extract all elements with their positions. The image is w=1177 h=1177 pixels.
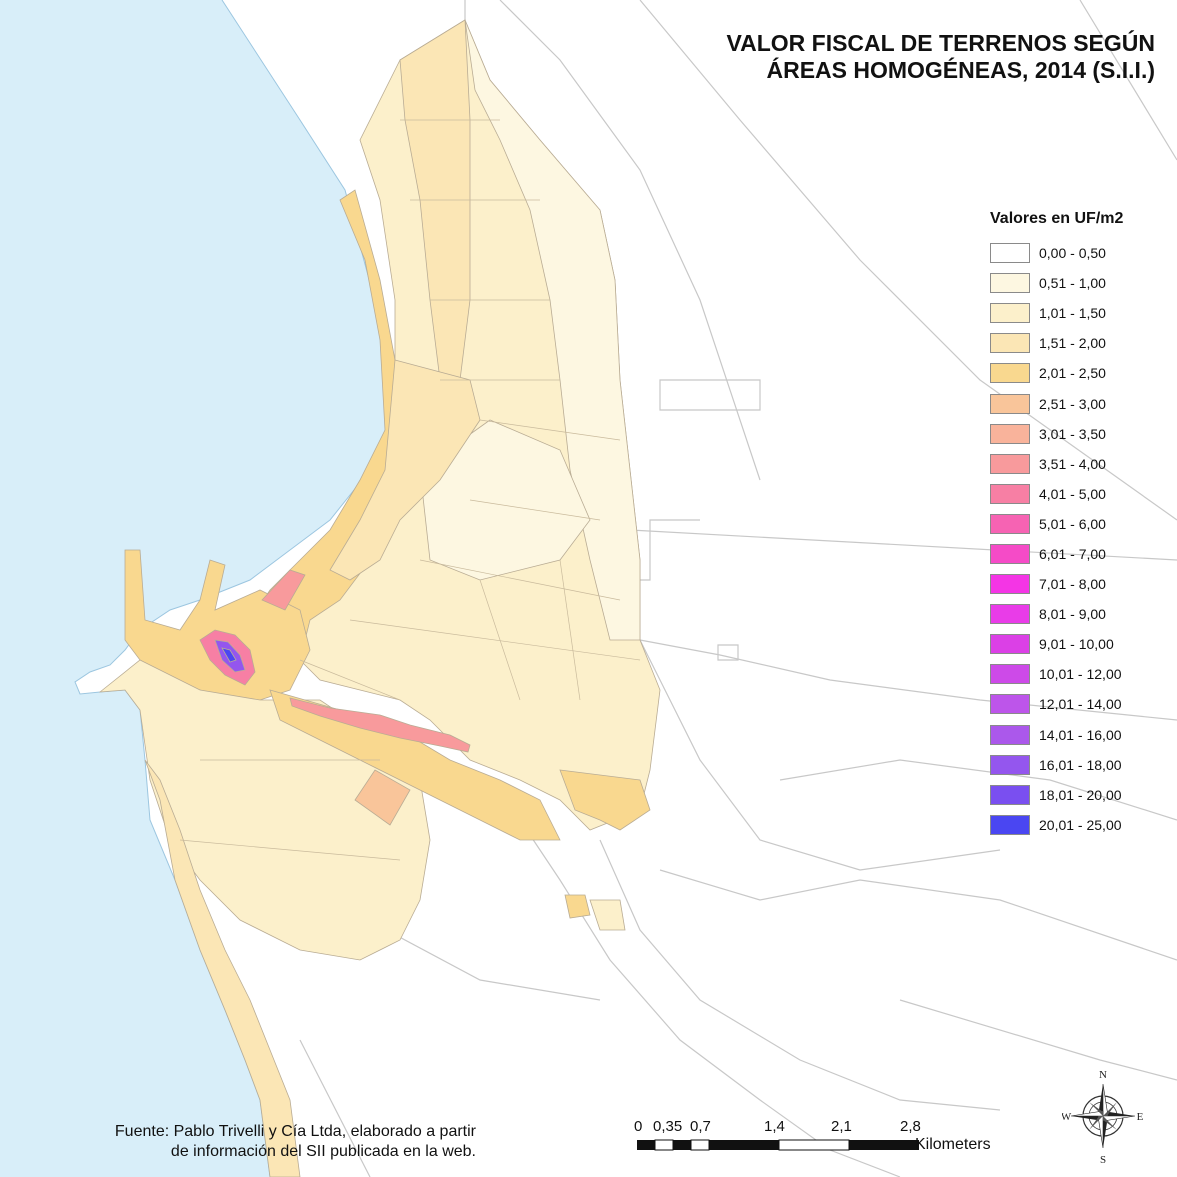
compass-e: E <box>1137 1111 1144 1123</box>
legend-label: 8,01 - 9,00 <box>1039 606 1106 623</box>
scale-tick-0: 0 <box>634 1118 643 1135</box>
legend-swatch <box>990 694 1030 715</box>
legend-item: 12,01 - 14,00 <box>990 689 1165 719</box>
zone-orange-block <box>354 769 411 826</box>
compass-icon: N S E W <box>1061 1069 1144 1166</box>
legend-item: 9,01 - 10,00 <box>990 629 1165 659</box>
legend-swatch <box>990 273 1030 294</box>
legend-label: 3,51 - 4,00 <box>1039 455 1106 472</box>
zone-east-strip <box>464 19 641 641</box>
legend-item: 14,01 - 16,00 <box>990 720 1165 750</box>
legend-item: 8,01 - 9,00 <box>990 599 1165 629</box>
legend-swatch <box>990 303 1030 324</box>
legend-swatch <box>990 724 1030 745</box>
legend-swatch <box>990 243 1030 264</box>
legend-label: 9,01 - 10,00 <box>1039 636 1114 653</box>
map-title: VALOR FISCAL DE TERRENOS SEGÚN ÁREAS HOM… <box>726 30 1155 84</box>
legend-label: 18,01 - 20,00 <box>1039 786 1122 803</box>
zone-pink-north <box>261 569 306 611</box>
sea-area <box>0 0 390 1177</box>
legend-label: 16,01 - 18,00 <box>1039 756 1122 773</box>
zone-small-south <box>564 894 591 919</box>
scale-tick-28: 2,8 <box>900 1118 921 1135</box>
zone-mid-corridor <box>329 359 481 581</box>
legend-label: 1,51 - 2,00 <box>1039 335 1106 352</box>
fiscal-zones <box>98 19 661 1177</box>
legend-label: 0,51 - 1,00 <box>1039 275 1106 292</box>
legend-item: 1,01 - 1,50 <box>990 298 1165 328</box>
legend-swatch <box>990 574 1030 595</box>
legend-item: 18,01 - 20,00 <box>990 780 1165 810</box>
legend-label: 10,01 - 12,00 <box>1039 666 1122 683</box>
legend-swatch <box>990 513 1030 534</box>
legend: Valores en UF/m2 0,00 - 0,50 0,51 - 1,00 1… <box>990 210 1165 840</box>
scale-bar-graphic <box>637 1139 919 1151</box>
map-title-line2: ÁREAS HOMOGÉNEAS, 2014 (S.I.I.) <box>766 57 1155 83</box>
legend-label: 0,00 - 0,50 <box>1039 245 1106 262</box>
legend-item: 5,01 - 6,00 <box>990 509 1165 539</box>
legend-swatch <box>990 604 1030 625</box>
legend-label: 14,01 - 16,00 <box>1039 726 1122 743</box>
scale-tick-07: 0,7 <box>690 1118 711 1135</box>
compass-s: S <box>1100 1154 1106 1164</box>
legend-rows: 0,00 - 0,50 0,51 - 1,00 1,01 - 1,50 1,51 - … <box>990 238 1165 840</box>
scale-units: Kilometers <box>915 1136 991 1153</box>
scale-tick-035: 0,35 <box>653 1118 683 1135</box>
legend-label: 5,01 - 6,00 <box>1039 515 1106 532</box>
zone-small-south-2 <box>589 899 626 931</box>
legend-swatch <box>990 814 1030 835</box>
zone-lines <box>179 119 641 861</box>
legend-item: 20,01 - 25,00 <box>990 810 1165 840</box>
legend-item: 6,01 - 7,00 <box>990 539 1165 569</box>
legend-item: 2,51 - 3,00 <box>990 388 1165 418</box>
zone-southeast <box>559 769 651 831</box>
scale-bar: 0 0,35 0,7 1,4 2,1 2,8 Kilometers <box>634 1118 1024 1162</box>
legend-label: 4,01 - 5,00 <box>1039 485 1106 502</box>
legend-item: 0,51 - 1,00 <box>990 268 1165 298</box>
legend-item: 3,01 - 3,50 <box>990 419 1165 449</box>
legend-label: 2,51 - 3,00 <box>1039 395 1106 412</box>
legend-swatch <box>990 453 1030 474</box>
legend-swatch <box>990 483 1030 504</box>
source-note: Fuente: Pablo Trivelli y Cía Ltda, elabo… <box>32 1122 476 1162</box>
legend-item: 0,00 - 0,50 <box>990 238 1165 268</box>
legend-swatch <box>990 423 1030 444</box>
legend-swatch <box>990 664 1030 685</box>
legend-label: 7,01 - 8,00 <box>1039 576 1106 593</box>
legend-title: Valores en UF/m2 <box>990 210 1124 227</box>
legend-swatch <box>990 363 1030 384</box>
compass-rose: N S E W <box>1061 1068 1144 1166</box>
source-line2: de información del SII publicada en la w… <box>170 1143 476 1160</box>
legend-swatch <box>990 754 1030 775</box>
scale-tick-21: 2,1 <box>831 1118 852 1135</box>
compass-n: N <box>1099 1069 1107 1081</box>
legend-swatch <box>990 784 1030 805</box>
legend-swatch <box>990 333 1030 354</box>
legend-label: 12,01 - 14,00 <box>1039 696 1122 713</box>
legend-item: 3,51 - 4,00 <box>990 449 1165 479</box>
legend-item: 7,01 - 8,00 <box>990 569 1165 599</box>
legend-swatch <box>990 393 1030 414</box>
legend-label: 1,01 - 1,50 <box>1039 305 1106 322</box>
legend-swatch <box>990 543 1030 564</box>
legend-item: 1,51 - 2,00 <box>990 328 1165 358</box>
zone-coast-south <box>144 759 301 1177</box>
legend-item: 2,01 - 2,50 <box>990 358 1165 388</box>
legend-item: 10,01 - 12,00 <box>990 659 1165 689</box>
source-line1: Fuente: Pablo Trivelli y Cía Ltda, elabo… <box>114 1123 476 1140</box>
legend-swatch <box>990 634 1030 655</box>
legend-item: 4,01 - 5,00 <box>990 479 1165 509</box>
scale-tick-14: 1,4 <box>764 1118 785 1135</box>
map-title-line1: VALOR FISCAL DE TERRENOS SEGÚN <box>726 30 1155 56</box>
legend-label: 6,01 - 7,00 <box>1039 545 1106 562</box>
legend-label: 20,01 - 25,00 <box>1039 816 1122 833</box>
legend-label: 2,01 - 2,50 <box>1039 365 1106 382</box>
zone-pink-strip <box>289 697 471 753</box>
legend-item: 16,01 - 18,00 <box>990 750 1165 780</box>
legend-label: 3,01 - 3,50 <box>1039 425 1106 442</box>
zone-downtown-blue <box>221 647 237 663</box>
compass-w: W <box>1062 1111 1072 1123</box>
